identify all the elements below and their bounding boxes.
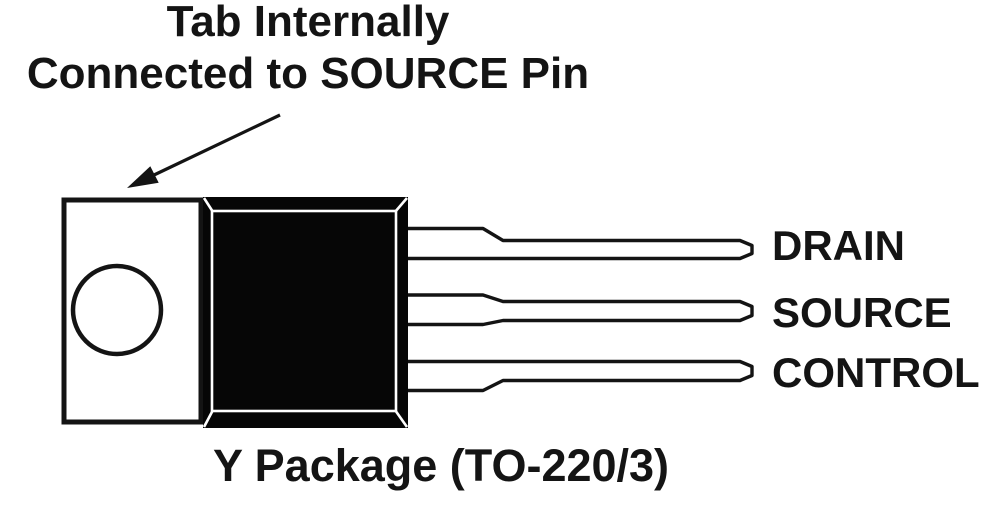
pin-label-source: SOURCE xyxy=(772,289,952,336)
tab-annotation-line2: Connected to SOURCE Pin xyxy=(26,49,590,98)
source-lead xyxy=(403,293,754,327)
pin-label-control: CONTROL xyxy=(772,349,980,396)
package-caption: Y Package (TO-220/3) xyxy=(212,440,670,491)
mounting-hole-icon xyxy=(70,263,164,357)
package-body xyxy=(202,197,409,428)
leader-arrow-icon xyxy=(127,113,281,188)
tab-annotation-line1: Tab Internally xyxy=(166,0,450,46)
control-lead xyxy=(403,359,754,393)
tab-annotation: Tab Internally Connected to SOURCE Pin xyxy=(8,0,608,100)
drain-lead xyxy=(403,226,754,261)
pin-label-drain: DRAIN xyxy=(772,222,905,269)
pin-leads xyxy=(403,226,754,393)
